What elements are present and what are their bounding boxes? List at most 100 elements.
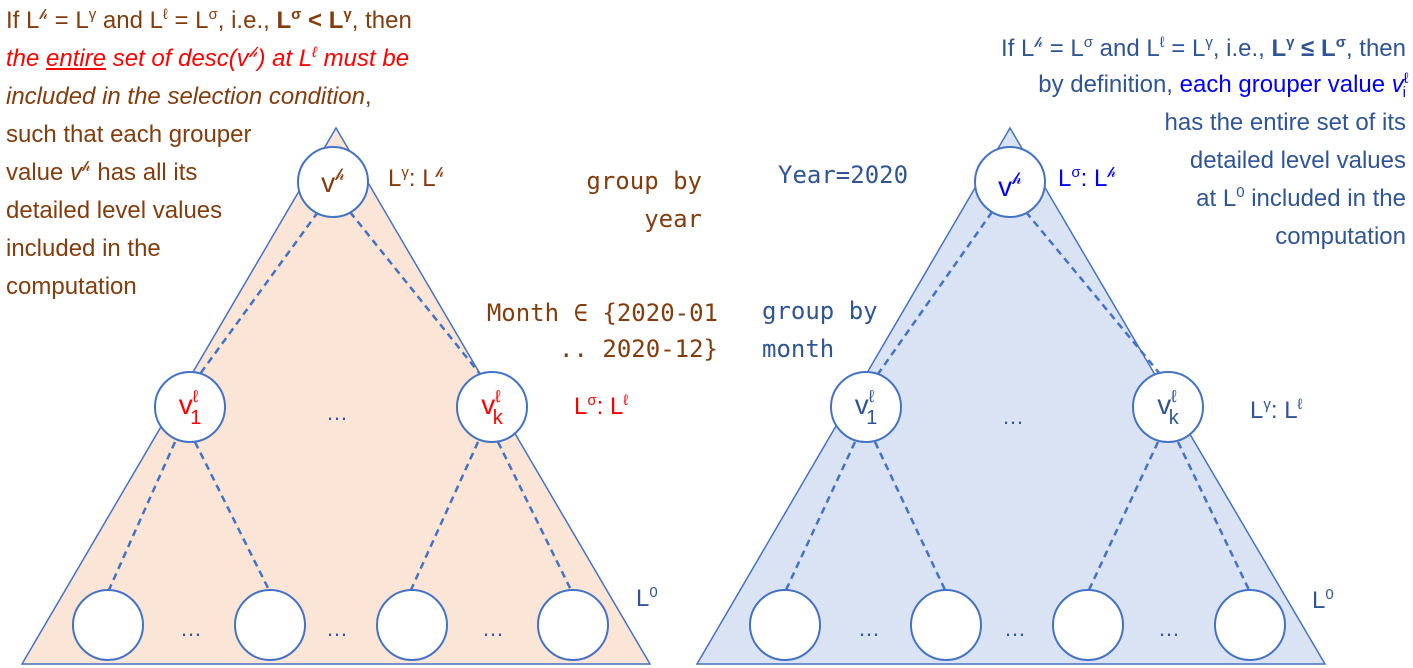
left-note-line7: included in the — [6, 235, 161, 262]
left-leaf-node-2 — [234, 589, 306, 661]
right-leaf-level-label: L0 — [1312, 582, 1334, 620]
left-note-sup: σ — [208, 6, 218, 23]
left-note-sup: 𝒽 — [39, 6, 48, 23]
left-edge-root-v1 — [198, 211, 320, 375]
left-note-text: If L — [6, 7, 40, 34]
level-text: : L — [1080, 165, 1108, 192]
level-text: L — [1250, 397, 1264, 424]
level-text: L — [1058, 165, 1072, 192]
right-note-sup: σ — [1083, 34, 1094, 51]
left-note-line1: If L𝒽 = Lγ and Lℓ = Lσ, i.e., Lσ < Lγ, t… — [6, 2, 412, 40]
left-edge-vk-leaf4 — [496, 441, 574, 593]
node-sup: ℓ — [192, 387, 199, 406]
left-note-line4: such that each grouper — [6, 121, 252, 148]
right-note-sup: 𝒽 — [1034, 34, 1044, 51]
node-v: v — [481, 389, 496, 420]
left-mid-node-k — [456, 371, 528, 443]
right-edge-v1-leaf1 — [783, 441, 857, 593]
left-note-underlined: entire — [46, 45, 107, 72]
right-root-level-label: Lσ: L𝒽 — [1058, 160, 1116, 198]
node-v: v — [998, 171, 1013, 202]
left-edge-v1-leaf1 — [106, 441, 177, 593]
right-root-node-label: v𝒽 — [975, 170, 1045, 202]
right-mid-node-k-label: vℓk — [1133, 388, 1203, 428]
node-v: v — [178, 389, 193, 420]
level-sup: ℓ — [623, 392, 629, 409]
left-note-sup: ℓ — [312, 44, 318, 61]
left-note-sup: γ — [88, 6, 97, 23]
right-note-bold-sup: σ — [1335, 34, 1346, 51]
left-root-node-label: v𝒽 — [298, 166, 368, 198]
level-sup: 𝒽 — [435, 164, 445, 181]
right-leaf-node-2 — [910, 589, 982, 661]
node-sub: k — [492, 407, 503, 429]
left-root-node — [297, 146, 369, 218]
right-note-italic: v — [1391, 71, 1404, 98]
level-sup: 0 — [649, 584, 658, 601]
right-root-node — [974, 146, 1046, 218]
node-sub: 1 — [866, 407, 878, 429]
right-note-text: by definition, — [1038, 71, 1180, 98]
node-sub: 1 — [190, 407, 202, 429]
level-text: L — [574, 393, 588, 420]
right-note-text: at L — [1196, 185, 1237, 212]
left-note-text: , — [364, 83, 372, 110]
right-mid-node-1-label: vℓ1 — [831, 387, 901, 428]
right-nodes — [749, 146, 1286, 661]
left-note-sup: ℓ — [162, 6, 168, 23]
left-leaf-dots-1: … — [180, 616, 202, 641]
left-group-by-line1: group by — [586, 167, 702, 195]
left-note-italic: v — [70, 159, 83, 186]
left-leaf-node-4 — [537, 589, 609, 661]
left-filter-line2: .. 2020-12} — [559, 335, 718, 363]
right-edges — [783, 211, 1252, 593]
right-note-bold: ≤ L — [1294, 35, 1336, 62]
left-mid-node-1-label: vℓ1 — [155, 387, 225, 428]
right-note-line5: at L0 included in the — [860, 180, 1406, 218]
left-note-text: value — [6, 159, 71, 186]
node-v: v — [321, 167, 336, 198]
left-root-level-label: Lγ: L𝒽 — [388, 160, 444, 198]
level-sup: 𝒽 — [1107, 164, 1116, 181]
right-note-sub: i — [1402, 84, 1406, 101]
left-note-bold-sup: σ — [291, 6, 302, 23]
left-note-bold: L — [276, 7, 292, 34]
left-leaf-node-1 — [72, 589, 144, 661]
left-note-text: ) at L — [257, 45, 313, 72]
left-note-sup: 𝒽 — [248, 44, 258, 61]
left-group-by-line2: year — [644, 205, 702, 233]
left-note-line5: value v𝒽 has all its — [6, 154, 197, 192]
level-sup: 0 — [1325, 586, 1334, 603]
level-text: : L — [1270, 397, 1298, 424]
right-note-line2: by definition, each grouper value vℓi — [860, 66, 1408, 104]
node-v: v — [1157, 389, 1172, 420]
right-note-text: , then — [1345, 35, 1406, 62]
right-year-filter: Year=2020 — [778, 161, 909, 189]
right-mid-node-k — [1132, 371, 1204, 443]
level-text: : L — [596, 393, 624, 420]
left-note-text: must be — [317, 45, 410, 72]
level-sup: ℓ — [1297, 396, 1303, 413]
left-note-line2: the entire set of desc(v𝒽) at Lℓ must be — [6, 40, 409, 78]
right-leaf-dots-3: … — [1158, 616, 1180, 641]
right-note-text: If L — [1001, 35, 1035, 62]
right-edge-root-v1 — [876, 211, 994, 375]
left-note-bold-sup: γ — [343, 6, 352, 23]
left-edges — [106, 211, 574, 593]
left-note-text: has all its — [90, 159, 198, 186]
right-note-text: and L — [1093, 35, 1160, 62]
node-sup: ℓ — [868, 387, 875, 406]
right-leaf-dots-1: … — [858, 616, 880, 641]
right-leaf-node-1 — [749, 589, 821, 661]
node-sup: ℓ — [495, 387, 501, 406]
left-mid-node-1 — [154, 371, 226, 443]
right-note-line1: If L𝒽 = Lσ and Lℓ = Lγ, i.e., Lγ ≤ Lσ, t… — [860, 30, 1406, 68]
right-leaf-dots-2: … — [1004, 616, 1026, 641]
level-text: L — [1312, 587, 1326, 614]
right-note-bold: L — [1271, 35, 1287, 62]
left-leaf-dots-2: … — [326, 616, 348, 641]
left-edge-vk-leaf3 — [408, 441, 480, 593]
right-edge-vk-leaf3 — [1086, 441, 1160, 593]
left-note-line3: included in the selection condition, — [6, 78, 372, 116]
